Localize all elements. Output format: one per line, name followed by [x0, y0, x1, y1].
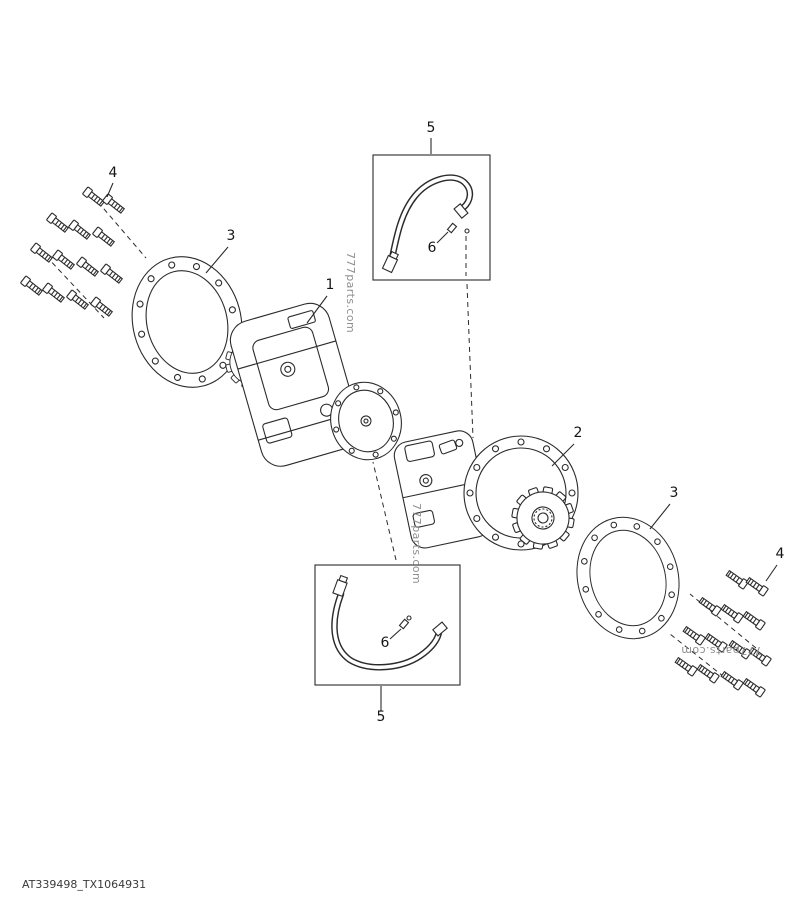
bolt — [51, 249, 76, 272]
bolt — [719, 602, 744, 624]
bolt — [89, 296, 114, 319]
bolt — [695, 662, 720, 684]
gasket-right — [563, 505, 693, 651]
bolt — [45, 212, 70, 235]
bolt — [67, 219, 92, 242]
watermark-inverted-3: 777parts.com — [681, 644, 762, 657]
bolt — [91, 226, 116, 249]
bolt — [744, 575, 769, 597]
callout-6-top: 6 — [428, 240, 437, 256]
leader-lines — [106, 138, 778, 711]
bolt — [724, 568, 749, 590]
callout-2: 2 — [574, 425, 583, 441]
hose-bottom — [331, 574, 448, 671]
bolt — [741, 609, 766, 631]
bolt — [99, 263, 124, 286]
alignment-dashed-lines — [45, 201, 757, 689]
bolt — [75, 256, 100, 279]
watermark-vertical-2: 777parts.com — [410, 503, 423, 584]
callout-6-bottom: 6 — [381, 635, 390, 651]
port-fitting — [438, 438, 464, 455]
bolt — [741, 676, 766, 698]
kit-box-outline — [314, 564, 461, 686]
motor-assembly-1 — [219, 302, 402, 467]
bolt — [29, 242, 54, 265]
bolt — [19, 275, 44, 298]
hose-kit-box-bottom — [314, 564, 461, 686]
motor-assembly-2 — [393, 430, 580, 555]
bolt-group-right — [673, 568, 772, 698]
bolt — [81, 186, 106, 209]
bolt — [41, 282, 66, 305]
callout-4-right: 4 — [776, 546, 785, 562]
bolt — [697, 595, 722, 617]
bolt-group-left — [19, 186, 126, 319]
plug-fitting-bottom — [398, 618, 410, 630]
hose-kit-box-top — [372, 154, 491, 281]
drawing-code: AT339498_TX1064931 — [22, 878, 146, 891]
watermark-vertical-1: 777parts.com — [344, 252, 357, 333]
callout-4-left: 4 — [109, 165, 118, 181]
plug-fitting-top — [446, 222, 458, 234]
kit-box-outline — [372, 154, 491, 281]
bolt — [65, 289, 90, 312]
bolt — [719, 669, 744, 691]
bolt — [673, 655, 698, 677]
callout-5-top: 5 — [427, 120, 436, 136]
callout-3-left: 3 — [227, 228, 236, 244]
bolt — [681, 624, 706, 646]
hose-top — [381, 174, 474, 274]
callout-1: 1 — [326, 277, 335, 293]
callout-3-right: 3 — [670, 485, 679, 501]
callout-5-bottom: 5 — [377, 709, 386, 725]
